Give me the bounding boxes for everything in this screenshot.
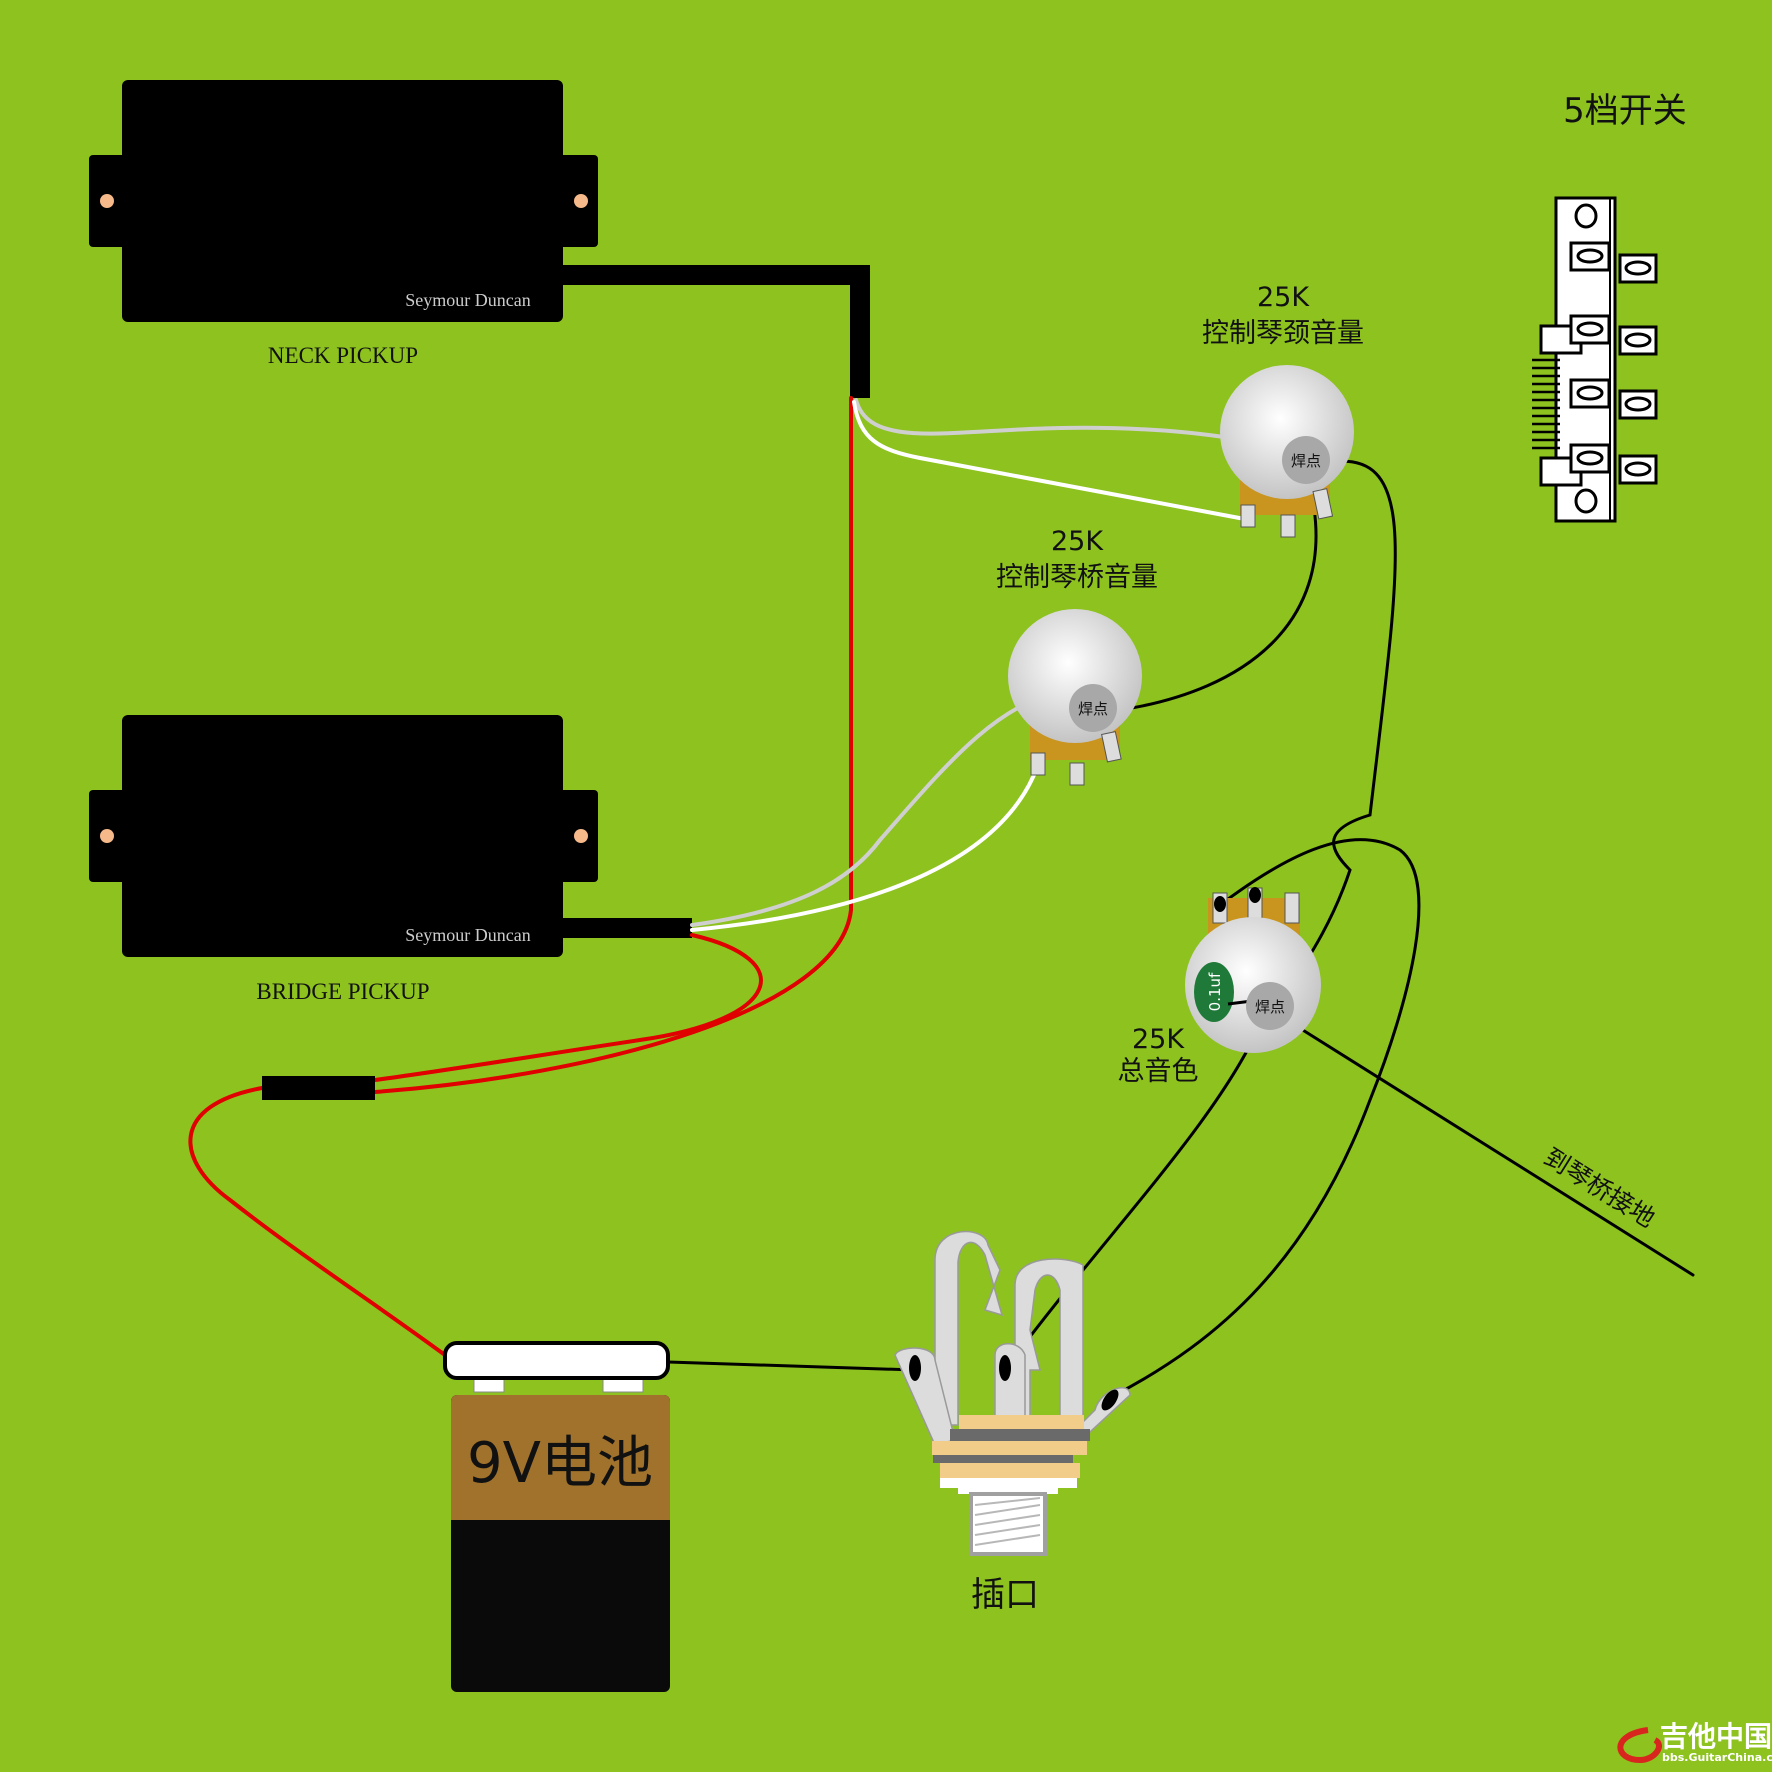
svg-text:焊点: 焊点 xyxy=(1255,998,1285,1016)
black-wire xyxy=(666,1360,917,1372)
capacitor-value: 0.1uf xyxy=(1206,972,1224,1011)
tone-pot: 0.1uf 焊点 xyxy=(1185,887,1321,1053)
watermark-logo: 吉他中国 bbs.GuitarChina.com xyxy=(1617,1720,1772,1764)
solder-point xyxy=(1282,436,1330,484)
black-wire xyxy=(1003,1018,1264,1372)
tone-label: 总音色 xyxy=(1118,1056,1199,1087)
dragon-icon xyxy=(1617,1727,1662,1764)
red-wire xyxy=(188,1086,447,1357)
white-wire xyxy=(690,763,1040,932)
bridge-pickup: Seymour Duncan xyxy=(89,715,598,957)
switch-title: 5档开关 xyxy=(1563,91,1687,131)
black-wire xyxy=(1283,459,1397,997)
white-wire xyxy=(852,400,1252,522)
capacitor xyxy=(1194,962,1234,1022)
mounting-screw-icon xyxy=(100,829,114,843)
solder-point xyxy=(1069,684,1117,732)
battery-label: 9V电池 xyxy=(467,1431,653,1496)
neck-volume-label: 控制琴颈音量 xyxy=(1202,318,1364,349)
solder-point xyxy=(1246,982,1294,1030)
svg-text:bbs.GuitarChina.com: bbs.GuitarChina.com xyxy=(1662,1751,1772,1764)
black-wire xyxy=(1118,506,1318,712)
tone-value: 25K xyxy=(1132,1024,1185,1055)
bridge-volume-label: 控制琴桥音量 xyxy=(996,562,1158,593)
mounting-screw-icon xyxy=(574,829,588,843)
output-jack xyxy=(894,1230,1131,1556)
bridge-pickup-label: BRIDGE PICKUP xyxy=(256,979,429,1004)
neck-pickup-label: NECK PICKUP xyxy=(268,343,418,368)
svg-text:吉他中国: 吉他中国 xyxy=(1660,1720,1772,1753)
black-wire xyxy=(1113,838,1421,1397)
pickup-brand: Seymour Duncan xyxy=(405,290,530,310)
neck-cable xyxy=(563,265,870,398)
wires xyxy=(188,265,1695,1397)
bridge-volume-pot: 焊点 xyxy=(1008,609,1142,786)
mounting-screw-icon xyxy=(574,194,588,208)
wire-connector xyxy=(262,1076,375,1100)
mounting-screw-icon xyxy=(100,194,114,208)
battery-clip xyxy=(443,1341,670,1380)
gray-wire xyxy=(690,688,1072,927)
jack-label: 插口 xyxy=(971,1575,1039,1615)
spring-icon xyxy=(1532,358,1560,450)
ground-wire xyxy=(1288,1020,1695,1277)
battery: 9V电池 xyxy=(443,1341,670,1692)
neck-volume-value: 25K xyxy=(1257,282,1310,313)
red-wire xyxy=(373,396,853,1094)
neck-volume-pot: 焊点 xyxy=(1220,365,1354,538)
pickup-brand: Seymour Duncan xyxy=(405,925,530,945)
bridge-volume-value: 25K xyxy=(1051,526,1104,557)
red-wire xyxy=(373,933,763,1082)
neck-pickup: Seymour Duncan xyxy=(89,80,598,322)
five-way-switch xyxy=(1532,196,1658,523)
svg-text:焊点: 焊点 xyxy=(1078,700,1108,718)
svg-text:焊点: 焊点 xyxy=(1291,452,1321,470)
